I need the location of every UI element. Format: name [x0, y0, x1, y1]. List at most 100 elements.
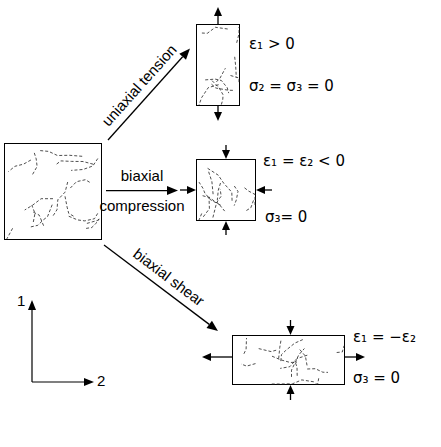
arrow-head [356, 353, 365, 361]
condition-label: σ₂ = σ₃ = 0 [249, 77, 334, 95]
crack [32, 205, 35, 222]
crack [213, 189, 221, 218]
edge-label: biaxial compression [94, 161, 190, 221]
load-arrow [256, 186, 272, 194]
crack [199, 214, 202, 221]
edge-label: uniaxial tension [98, 41, 180, 129]
arrow-head [287, 385, 295, 394]
crack [202, 27, 228, 33]
load-arrow [180, 186, 196, 194]
crack [279, 341, 281, 360]
arrow-head [222, 221, 230, 230]
arrow-head [214, 7, 222, 16]
crack [272, 380, 314, 384]
condition-label: σ₃ = 0 [353, 369, 400, 387]
crack [69, 180, 89, 189]
crack [32, 153, 37, 176]
arrow-shaft [217, 106, 218, 112]
load-arrow [287, 320, 295, 335]
axis-line [31, 308, 32, 382]
arrow-head [287, 326, 295, 335]
arrow-head [207, 321, 218, 331]
arrow-shaft [217, 16, 218, 24]
crack [39, 151, 82, 157]
arrow-head [222, 150, 230, 159]
crack [7, 228, 13, 239]
arrow-head [167, 186, 178, 195]
crack [295, 361, 298, 376]
crack [234, 186, 238, 206]
load-arrow [222, 145, 230, 159]
crack [245, 188, 256, 206]
crack [208, 170, 213, 194]
crack [259, 349, 277, 352]
crack [65, 196, 74, 216]
crack [235, 57, 237, 78]
arrow-shaft [180, 189, 187, 190]
crack [216, 68, 225, 82]
arrow-shaft [290, 394, 291, 400]
condition-label: σ₃= 0 [265, 208, 307, 226]
arrow-head [256, 186, 265, 194]
crack [25, 199, 53, 210]
load-arrow [287, 385, 295, 400]
crack [203, 197, 209, 217]
arrow-shaft [225, 230, 226, 235]
crack-pattern [233, 336, 346, 386]
arrow-head [179, 49, 190, 60]
crack [237, 27, 239, 43]
axis-arrows [28, 300, 94, 386]
crack [212, 84, 235, 90]
axis-label: 2 [97, 372, 105, 390]
arrow-shaft [211, 356, 232, 357]
crack [337, 346, 344, 353]
axis-head [84, 378, 94, 386]
crack [241, 364, 256, 367]
crack [71, 159, 98, 171]
axis-label: 1 [17, 292, 25, 310]
load-arrow [345, 353, 365, 361]
load-path-arrow [104, 245, 218, 331]
arrow-shaft [265, 189, 272, 190]
crack [208, 168, 233, 201]
condition-label: ε₁ > 0 [249, 35, 295, 53]
crack [314, 378, 319, 384]
crack-pattern [197, 160, 257, 222]
arrow-shaft [290, 320, 291, 326]
crack [244, 338, 247, 354]
crack [307, 369, 328, 373]
crack [203, 196, 225, 211]
arrow-head [214, 112, 222, 121]
axis-head [28, 300, 36, 310]
crack [272, 356, 297, 362]
crack [281, 340, 303, 362]
arrow-shaft [345, 356, 356, 357]
specimen-box: ε₁ = ε₂ < 0σ₃= 0 [196, 159, 256, 221]
arrow-head [187, 186, 196, 194]
crack-pattern [5, 144, 103, 241]
edge-label: biaxial shear [131, 245, 208, 309]
specimen-box [4, 143, 102, 240]
crack [8, 160, 31, 172]
load-path-arrow [106, 186, 178, 195]
condition-label: ε₁ = ε₂ < 0 [263, 152, 345, 170]
connector-line [104, 245, 209, 324]
load-arrow [214, 106, 222, 121]
load-arrow [222, 221, 230, 235]
crack [33, 212, 44, 226]
condition-label: ε₁ = −ε₂ [353, 328, 416, 346]
arrow-shaft [225, 145, 226, 150]
crack [31, 205, 52, 227]
connector-line [106, 190, 167, 191]
arrow-head [202, 353, 211, 361]
specimen-box: ε₁ > 0σ₂ = σ₃ = 0 [196, 24, 240, 106]
crack [212, 81, 223, 105]
crack [246, 200, 253, 211]
crack [56, 161, 94, 165]
load-arrow [202, 353, 232, 361]
crack [199, 85, 219, 105]
specimen-box: ε₁ = −ε₂σ₃ = 0 [232, 335, 345, 385]
crack [231, 76, 240, 83]
axis-line [32, 381, 86, 382]
crack [67, 213, 98, 221]
